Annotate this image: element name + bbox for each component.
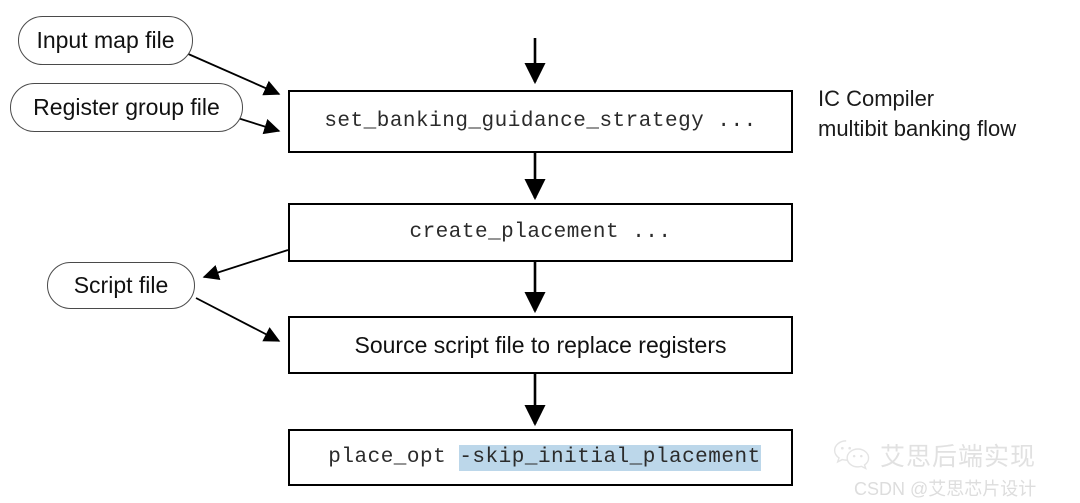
step-place-opt[interactable]: place_opt -skip_initial_placement <box>288 429 793 486</box>
step-4-option-highlight: -skip_initial_placement <box>459 445 761 471</box>
step-3-label: Source script file to replace registers <box>354 331 727 358</box>
step-4-label: place_opt -skip_initial_placement <box>320 445 761 471</box>
node-script-file[interactable]: Script file <box>47 262 195 309</box>
arrow-script-file-to-step-3 <box>195 297 281 342</box>
node-script-file-label: Script file <box>73 272 169 298</box>
step-set-banking-guidance-strategy[interactable]: set_banking_guidance_strategy ... <box>288 90 793 153</box>
step-4-command: place_opt <box>328 446 460 469</box>
node-input-map-file[interactable]: Input map file <box>18 16 193 65</box>
arrow-step-2-to-script-file <box>202 249 289 281</box>
step-1-label: set_banking_guidance_strategy ... <box>324 110 757 133</box>
flow-caption: IC Compiler multibit banking flow <box>818 86 1017 141</box>
node-input-map-file-label: Input map file <box>36 27 175 53</box>
step-source-script-file[interactable]: Source script file to replace registers <box>288 316 793 374</box>
arrow-input-map-to-step-1 <box>185 52 281 96</box>
node-register-group-file[interactable]: Register group file <box>10 83 243 132</box>
step-2-label: create_placement ... <box>409 221 672 244</box>
step-create-placement[interactable]: create_placement ... <box>288 203 793 262</box>
node-register-group-file-label: Register group file <box>33 94 220 120</box>
